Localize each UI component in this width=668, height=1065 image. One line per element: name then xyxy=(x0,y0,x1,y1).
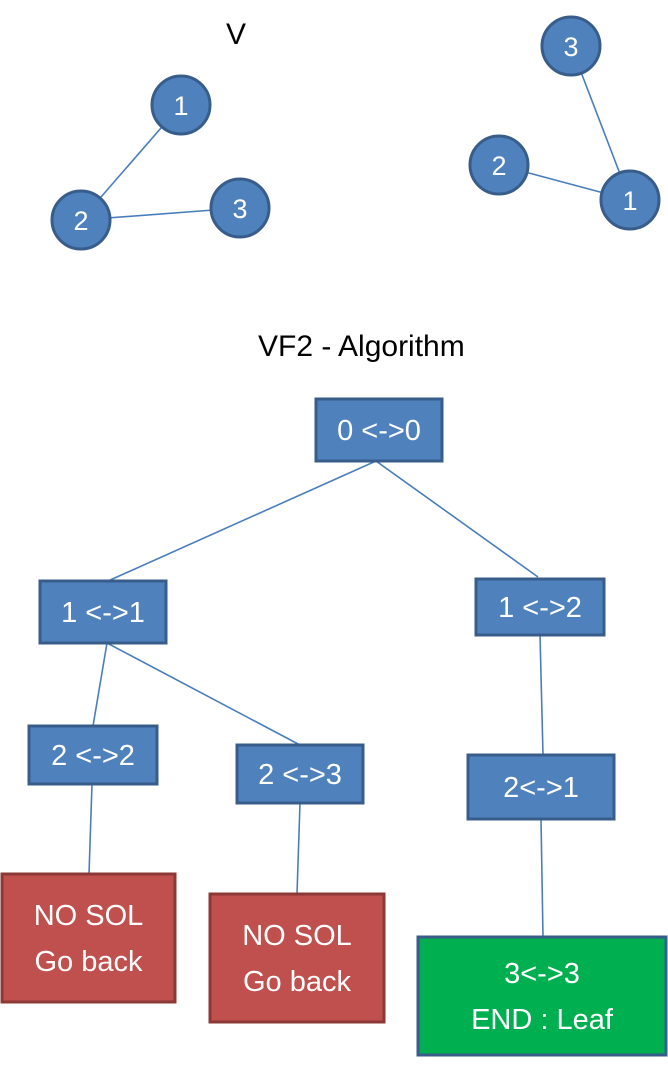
tree-node-b1 xyxy=(466,753,616,821)
tree-edge-b1-b1x xyxy=(540,818,544,938)
tree-node-label-b1x-0: 3<->3 xyxy=(504,958,580,990)
tree-node-label-a1x-1: Go back xyxy=(35,946,143,978)
right-graph-node-1 xyxy=(599,169,661,231)
tree-node-label-a1x-0: NO SOL xyxy=(34,900,144,932)
right-graph-node-3 xyxy=(540,15,602,77)
tree-node-b1x xyxy=(416,935,668,1057)
tree-edge-b-b1 xyxy=(539,634,544,756)
tree-node-label-a2x-0: NO SOL xyxy=(242,920,352,952)
tree-node-a2 xyxy=(235,743,365,805)
left-graph-node-3 xyxy=(209,177,271,239)
tree-node-b xyxy=(474,577,606,637)
tree-edge-root-a xyxy=(107,460,377,582)
tree-edge-a-a2 xyxy=(106,642,301,746)
tree-node-label-a2x-1: Go back xyxy=(243,966,351,998)
tree-title: VF2 - Algorithm xyxy=(258,330,465,363)
tree-node-root xyxy=(314,397,444,463)
tree-edge-a1-a1x xyxy=(88,783,93,875)
tree-node-a1x xyxy=(0,872,177,1004)
left-graph-node-label-1: 1 xyxy=(173,91,188,121)
tree-node-a2x xyxy=(208,892,386,1024)
tree-node-a1 xyxy=(27,724,159,786)
left-graph-node-1 xyxy=(150,74,212,136)
right-graph-node-label-1: 1 xyxy=(622,186,637,216)
tree-node-label-b1-0: 2<->1 xyxy=(503,772,579,804)
tree-node-label-a2-0: 2 <->3 xyxy=(258,759,342,791)
tree-node-label-a-0: 1 <->1 xyxy=(61,597,145,629)
tree-edge-a2-a2x xyxy=(296,802,301,895)
left-graph-node-label-2: 2 xyxy=(73,206,88,236)
right-graph-node-2 xyxy=(468,134,530,196)
tree-node-label-a1-0: 2 <->2 xyxy=(51,740,135,772)
left-graph-node-2 xyxy=(50,189,112,251)
right-graph-node-label-3: 3 xyxy=(563,32,578,62)
left-graph-node-label-3: 3 xyxy=(232,194,247,224)
tree-node-label-b-0: 1 <->2 xyxy=(498,592,582,624)
tree-edge-a-a1 xyxy=(92,642,108,727)
tree-edge-root-b xyxy=(375,460,539,578)
right-graph-node-label-2: 2 xyxy=(491,151,506,181)
tree-node-label-b1x-1: END : Leaf xyxy=(471,1004,614,1036)
graph-left-label: V xyxy=(226,18,247,51)
tree-node-label-root-0: 0 <->0 xyxy=(337,415,421,447)
tree-node-a xyxy=(38,579,168,645)
